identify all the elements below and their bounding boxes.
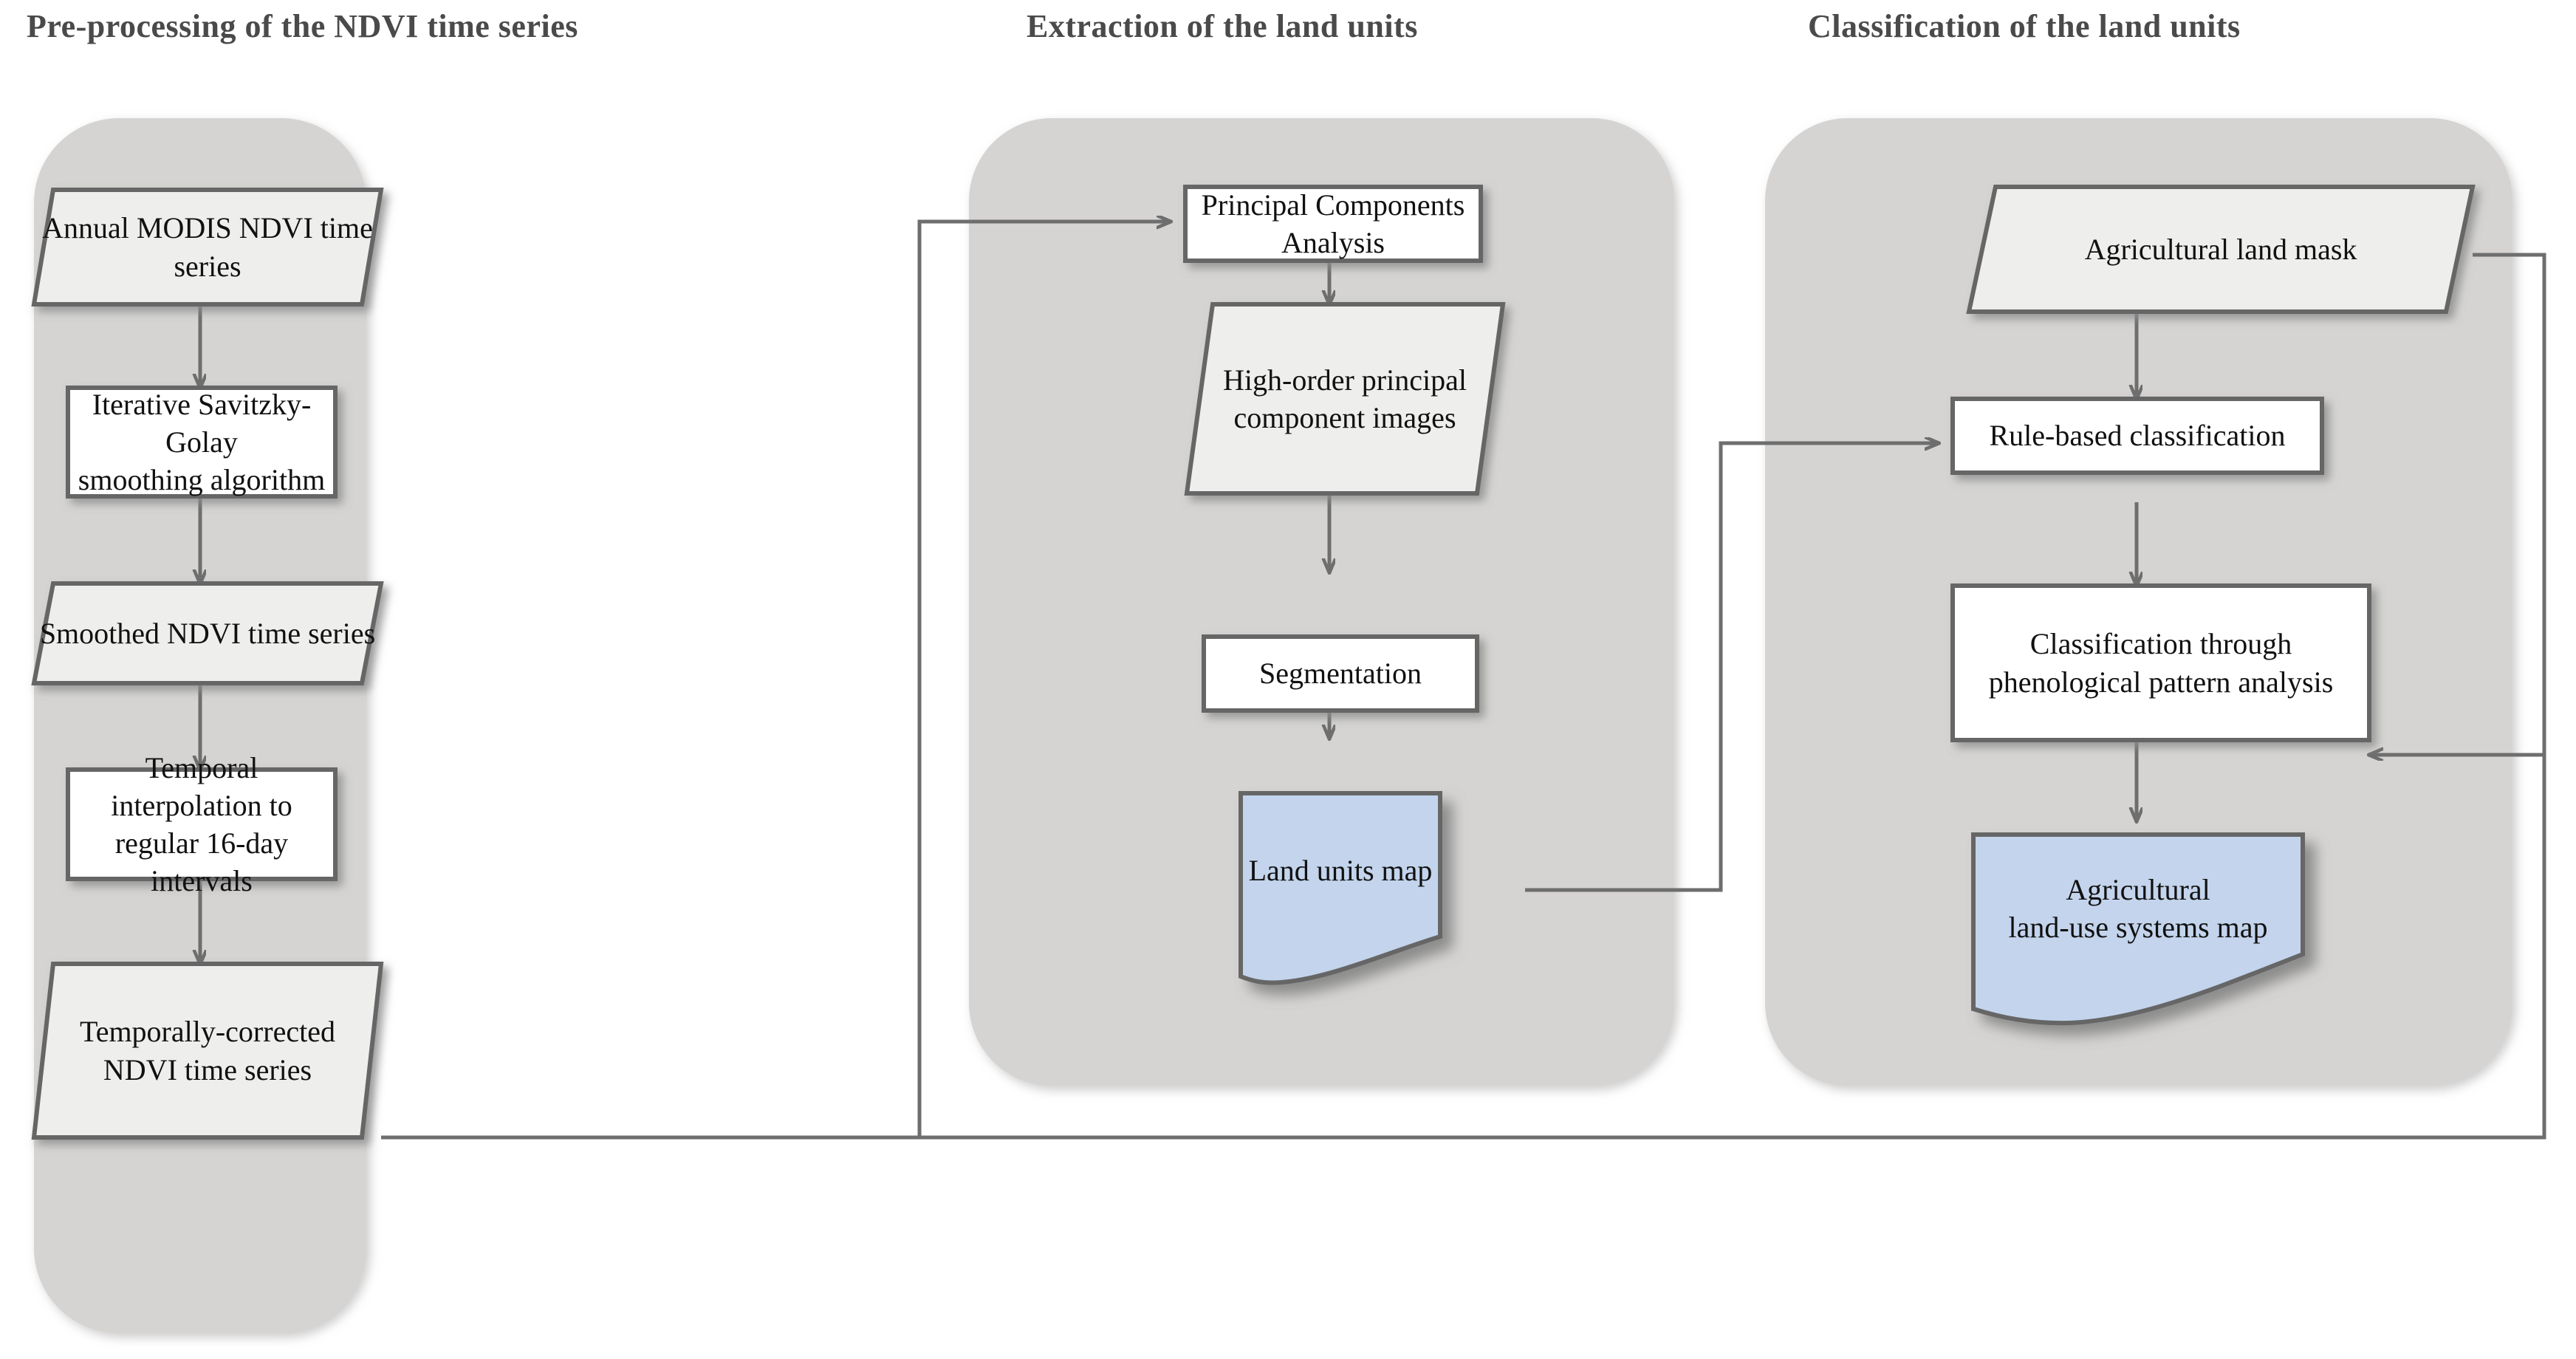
node-agri-landuse-map-shape[interactable] (1971, 832, 2305, 1026)
node-smoothed-ndvi-shape[interactable] (31, 581, 384, 685)
column-title-classification: Classification of the land units (1808, 8, 2241, 44)
column-title-preprocessing: Pre-processing of the NDVI time series (27, 8, 578, 44)
column-title-extraction: Extraction of the land units (1027, 8, 1418, 44)
panel-extraction (969, 118, 1674, 1086)
node-agri-land-mask-shape[interactable] (1966, 185, 2476, 314)
node-rule-based-shape[interactable] (1950, 397, 2324, 475)
node-annual-modis-shape[interactable] (31, 188, 384, 307)
connector-landunits-to-rulebased (1525, 443, 1939, 892)
node-temporally-corrected-shape[interactable] (31, 962, 384, 1140)
connector-corrected-to-pca (381, 222, 1171, 1140)
node-savitzky-golay-shape[interactable] (66, 386, 338, 499)
connector-mask-to-right-rail (2473, 253, 2546, 755)
node-segmentation-shape[interactable] (1202, 634, 1479, 713)
node-pca-shape[interactable] (1183, 185, 1483, 263)
connector-corrected-to-right-rail (919, 755, 2546, 1140)
node-high-order-pc-shape[interactable] (1184, 302, 1506, 496)
node-phenological-shape[interactable] (1950, 583, 2371, 742)
node-temporal-interp-shape[interactable] (66, 767, 338, 881)
node-land-units-map-shape[interactable] (1239, 791, 1442, 985)
